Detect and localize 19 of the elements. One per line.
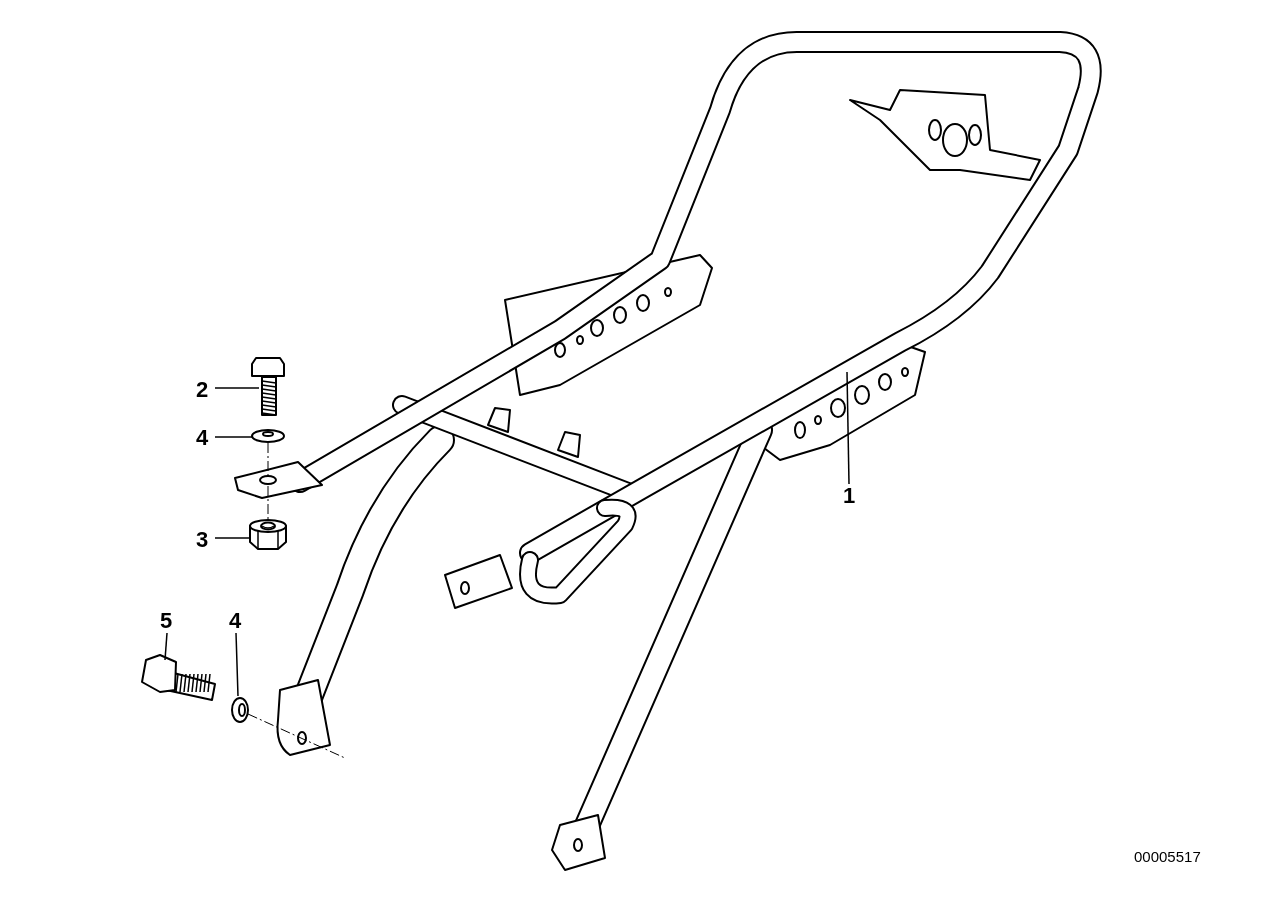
callout-number: 2 (196, 379, 209, 401)
leader-line (235, 632, 239, 697)
callout-number: 5 (160, 610, 173, 632)
callout-number: 4 (229, 610, 242, 632)
drawing-number: 00005517 (1134, 848, 1201, 865)
washer-drawing (231, 697, 249, 723)
hex-nut-drawing (249, 519, 287, 550)
callout-number: 1 (843, 485, 856, 507)
hex-bolt-drawing (141, 654, 216, 701)
center-line (267, 485, 269, 522)
leader-line (164, 632, 168, 661)
leader-line (214, 436, 254, 438)
callout-number: 3 (196, 529, 209, 551)
center-line (267, 442, 269, 477)
leader-line (846, 371, 850, 485)
leader-line (214, 537, 251, 539)
center-line (247, 713, 346, 759)
callout-number: 4 (196, 427, 209, 449)
leader-line (214, 387, 260, 389)
